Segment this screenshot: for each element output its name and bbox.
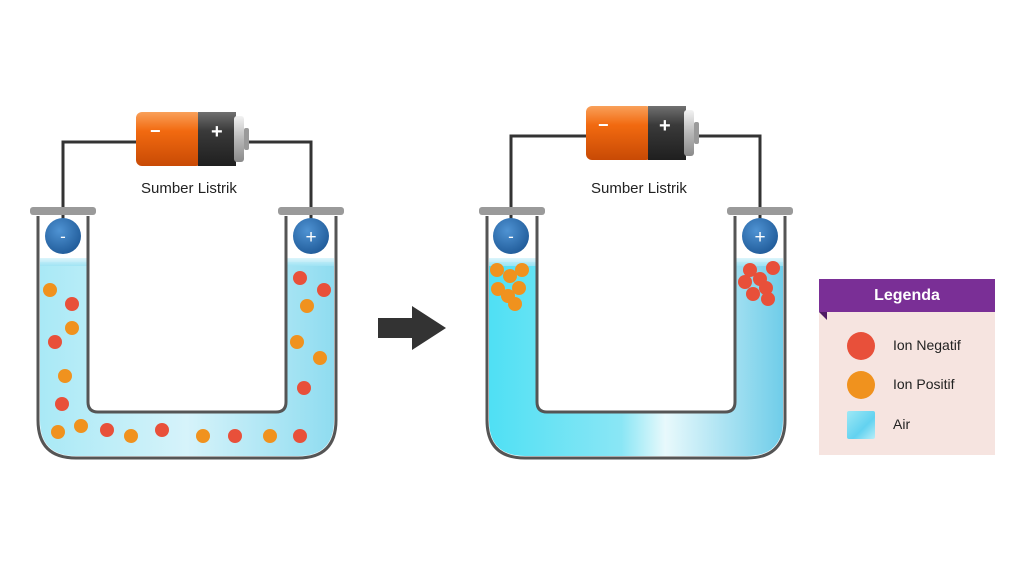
negative-ion: [100, 423, 114, 437]
left-ions: [43, 271, 331, 443]
positive-ion: [43, 283, 57, 297]
left-wire-negative: [61, 140, 140, 228]
positive-ion: [490, 263, 504, 277]
left-anode: +: [293, 218, 329, 254]
negative-ion: [738, 275, 752, 289]
positive-ion: [503, 269, 517, 283]
positive-ion: [290, 335, 304, 349]
negative-ion: [65, 297, 79, 311]
right-cathode: -: [493, 218, 529, 254]
negative-ion: [228, 429, 242, 443]
positive-ion: [263, 429, 277, 443]
left-wire-positive: [246, 140, 313, 228]
left-cathode-sign: -: [60, 227, 66, 246]
positive-ion: [313, 351, 327, 365]
legend-title: Legenda: [819, 279, 995, 312]
legend-item-negative-ion: Ion Negatif: [819, 329, 995, 365]
legend-panel: Legenda Ion Negatif Ion Positif Air: [819, 279, 995, 455]
left-apparatus: − + - +: [30, 112, 344, 460]
positive-ion: [196, 429, 210, 443]
positive-ion: [491, 282, 505, 296]
water-swatch: [847, 411, 875, 439]
negative-ion: [743, 263, 757, 277]
right-power-source-label: Sumber Listrik: [591, 180, 687, 197]
negative-ion: [293, 429, 307, 443]
right-apparatus: − + - +: [479, 106, 793, 460]
right-battery-minus: −: [598, 115, 609, 135]
positive-ion: [124, 429, 138, 443]
left-tube-rim-right: [278, 207, 344, 215]
left-power-source-label: Sumber Listrik: [141, 180, 237, 197]
negative-ion: [55, 397, 69, 411]
negative-ion: [155, 423, 169, 437]
legend-label-positive-ion: Ion Positif: [893, 376, 955, 392]
legend-label-water: Air: [893, 416, 911, 432]
right-positive-ion-cluster: [490, 263, 529, 311]
positive-ion: [512, 281, 526, 295]
right-tube-rim-right: [727, 207, 793, 215]
left-battery: − +: [136, 112, 249, 166]
legend-item-water: Air: [819, 408, 995, 444]
left-battery-plus: +: [211, 121, 223, 143]
positive-ion: [65, 321, 79, 335]
negative-ion: [293, 271, 307, 285]
transition-arrow: [378, 306, 446, 350]
negative-ion: [297, 381, 311, 395]
negative-ion: [746, 287, 760, 301]
left-u-tube: [36, 216, 338, 460]
left-anode-sign: +: [305, 227, 316, 248]
positive-ion: [515, 263, 529, 277]
positive-ion: [51, 425, 65, 439]
right-battery: − +: [586, 106, 699, 160]
left-cathode: -: [45, 218, 81, 254]
positive-ion: [58, 369, 72, 383]
right-negative-ion-cluster: [738, 261, 780, 306]
right-u-tube: [485, 216, 787, 460]
right-tube-rim-left: [479, 207, 545, 215]
left-battery-minus: −: [150, 121, 161, 141]
positive-ion-swatch: [847, 371, 875, 399]
negative-ion: [766, 261, 780, 275]
right-water: [489, 262, 783, 456]
negative-ion: [761, 292, 775, 306]
right-cathode-sign: -: [508, 227, 514, 246]
right-battery-plus: +: [659, 115, 671, 137]
right-anode-sign: +: [754, 227, 765, 248]
positive-ion: [300, 299, 314, 313]
positive-ion: [508, 297, 522, 311]
negative-ion-swatch: [847, 332, 875, 360]
negative-ion: [48, 335, 62, 349]
right-wire-positive: [695, 134, 762, 228]
right-wire-negative: [509, 134, 590, 228]
negative-ion: [759, 281, 773, 295]
legend-item-positive-ion: Ion Positif: [819, 368, 995, 404]
left-tube-rim-left: [30, 207, 96, 215]
positive-ion: [74, 419, 88, 433]
right-anode: +: [742, 218, 778, 254]
legend-label-negative-ion: Ion Negatif: [893, 337, 961, 353]
legend-header-fold: [819, 312, 827, 320]
negative-ion: [317, 283, 331, 297]
